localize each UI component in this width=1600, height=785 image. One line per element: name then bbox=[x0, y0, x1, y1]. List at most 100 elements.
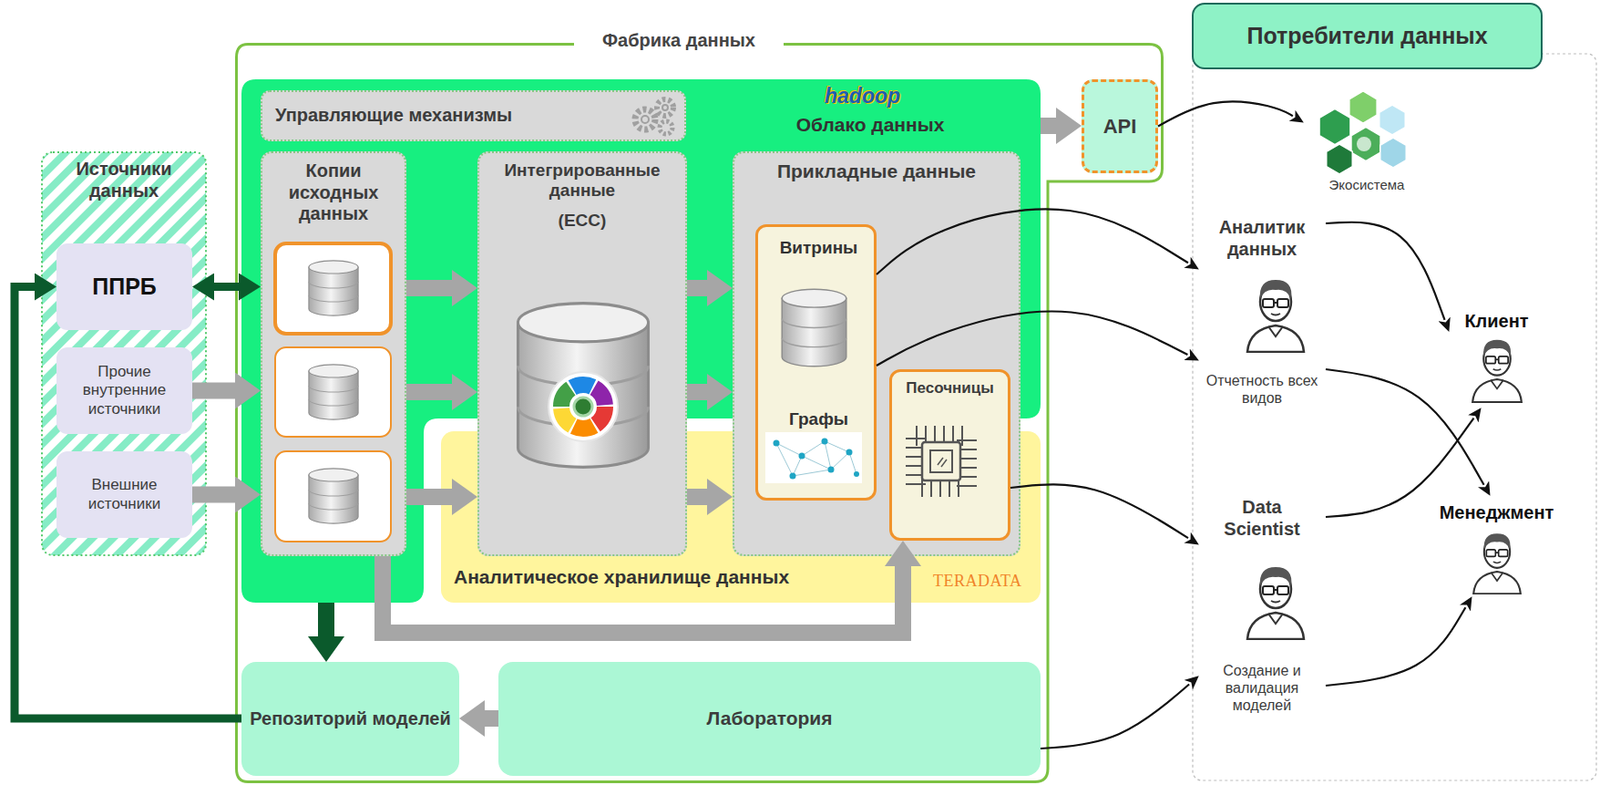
hadoop-logo: hadoop bbox=[824, 83, 901, 109]
graph-icon bbox=[773, 438, 861, 480]
data-flow-arrow bbox=[213, 282, 240, 291]
data-flow-arrow bbox=[317, 602, 335, 637]
graph-icon bbox=[776, 442, 793, 476]
role-node: Data ScientistСоздание и валидация модел… bbox=[1198, 489, 1326, 722]
graph-icon bbox=[773, 440, 780, 447]
data-flow-arrow bbox=[687, 488, 708, 505]
ecosystem-icon bbox=[1380, 137, 1407, 168]
source-copy-boxes bbox=[275, 451, 391, 542]
ecc-database-icon bbox=[561, 384, 606, 429]
cloud-shape bbox=[241, 79, 1041, 603]
graph-icon bbox=[824, 441, 850, 452]
node-label: Прочие внутренние источники bbox=[61, 362, 187, 418]
graph-icon bbox=[830, 451, 850, 470]
source-copy-boxes bbox=[275, 243, 391, 542]
data-flow-arrow bbox=[687, 383, 708, 400]
node-label: Фабрика данных bbox=[574, 30, 784, 52]
node-label: Витрины bbox=[758, 237, 880, 258]
data-flow-arrow bbox=[406, 488, 453, 505]
graph-icon bbox=[853, 471, 860, 477]
datamart-box: ВитриныГрафы bbox=[755, 224, 877, 501]
sandbox-box: Песочницы bbox=[889, 369, 1011, 541]
node-label: API bbox=[1103, 114, 1138, 139]
node-label: Data Scientist bbox=[1203, 496, 1321, 540]
ecc-database-icon bbox=[574, 397, 593, 416]
person-icons bbox=[1473, 533, 1521, 594]
gears-icon bbox=[659, 121, 673, 134]
node-label: Внешние источники bbox=[61, 475, 187, 513]
gears-icon bbox=[662, 104, 668, 111]
source-copy-boxes bbox=[308, 260, 359, 316]
graph-icon bbox=[789, 472, 797, 480]
flow-arrow bbox=[1010, 483, 1189, 538]
role-node: Клиент bbox=[1448, 303, 1545, 409]
graph-icon bbox=[792, 455, 802, 476]
data-flow-arrow bbox=[14, 287, 242, 719]
person-icons bbox=[1472, 339, 1522, 402]
ecc-database-icon bbox=[517, 303, 648, 468]
data-flow-arrow bbox=[406, 279, 453, 297]
ecosystem-icon bbox=[1326, 143, 1354, 175]
gears-icon bbox=[641, 115, 649, 124]
ecc-database-icon bbox=[561, 384, 606, 429]
flow-arrow bbox=[1325, 369, 1485, 485]
flow-arrow bbox=[1040, 683, 1190, 749]
node-label: Прикладные данные bbox=[777, 160, 976, 184]
graph-icon bbox=[846, 449, 853, 456]
person-icons bbox=[1247, 566, 1304, 639]
node-label: Графы bbox=[758, 409, 880, 430]
graph-icon bbox=[821, 438, 829, 445]
flow-arrow bbox=[1325, 606, 1466, 686]
flow-arrow bbox=[876, 208, 1189, 275]
flow-arrow bbox=[1325, 222, 1446, 320]
factory-outline bbox=[236, 44, 1163, 782]
layer-column: Прикладные данныеВитриныГрафыПесочницы bbox=[732, 151, 1021, 556]
person-icons bbox=[1247, 279, 1304, 352]
api-box: API bbox=[1081, 79, 1159, 174]
layer-column: Копии исходных данных bbox=[260, 151, 407, 556]
layer-column: Интегрированные данные(ЕСС) bbox=[477, 151, 688, 556]
chip-icon bbox=[941, 459, 947, 467]
node-label: Аналитическое хранилище данных bbox=[453, 565, 855, 589]
role-node: Аналитик данныхОтчетность всех видов bbox=[1198, 209, 1326, 415]
node-label: Управляющие механизмы bbox=[275, 104, 513, 127]
node-label: Менеджмент bbox=[1439, 502, 1555, 524]
ecc-database-icon bbox=[561, 384, 606, 429]
source-box: Прочие внутренние источники bbox=[56, 347, 193, 434]
graph-icon bbox=[849, 451, 857, 474]
node-label: Облако данных bbox=[774, 113, 966, 137]
node-label: Экосистема bbox=[1329, 176, 1406, 194]
graph-icon bbox=[792, 469, 831, 476]
datamart-database-icon bbox=[781, 288, 847, 367]
node-label: Источники данных bbox=[46, 158, 202, 202]
source-box: ППРБ bbox=[56, 243, 193, 330]
node-label: Репозиторий моделей bbox=[249, 707, 452, 730]
data-flow-arrow bbox=[192, 382, 236, 400]
gears-icon bbox=[635, 99, 674, 134]
chip-icon bbox=[922, 441, 961, 481]
graph-icon bbox=[765, 431, 862, 483]
ecosystem-icon bbox=[1351, 126, 1381, 161]
ecc-database-icon bbox=[561, 384, 606, 429]
ecc-database-icon bbox=[561, 384, 606, 429]
data-flow-arrow bbox=[406, 383, 453, 400]
graph-icon bbox=[828, 466, 835, 473]
chip-icon bbox=[915, 435, 967, 487]
ecc-database-icon bbox=[548, 371, 618, 442]
node-label: Потребители данных bbox=[1191, 2, 1543, 70]
ecosystem-icon bbox=[1349, 91, 1377, 124]
sources-group: Источники данныхППРБ Прочие внутренние ис… bbox=[41, 151, 207, 556]
ecosystem-icon bbox=[1379, 104, 1406, 135]
source-box: Внешние источники bbox=[56, 451, 193, 538]
gears-icon bbox=[656, 99, 674, 116]
node-label: Аналитик данных bbox=[1203, 216, 1321, 260]
factory-frame: Фабрика данныхАналитическое хранилище да… bbox=[235, 42, 1164, 783]
person-icons bbox=[1247, 279, 1522, 639]
graph-icon bbox=[799, 452, 806, 460]
graph-icon bbox=[801, 441, 825, 456]
node-label: (ЕСС) bbox=[558, 210, 607, 231]
graph-icon bbox=[776, 441, 857, 476]
node-label: Лаборатория bbox=[706, 707, 832, 730]
